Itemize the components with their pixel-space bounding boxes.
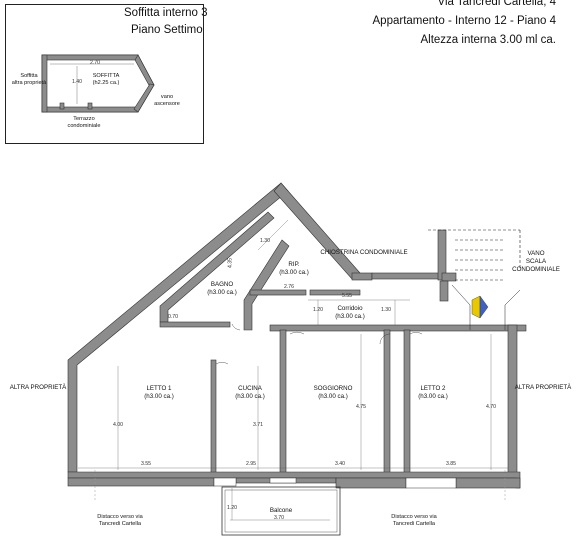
room-cucina: CUCINA (h3.00 ca.) <box>235 385 265 400</box>
dim-295: 2.95 <box>245 461 257 467</box>
inset-soffitta-label: SOFFITTA (h2.25 ca.) <box>92 73 120 86</box>
distacco-right: Distacco verso via Tancredi Cartella <box>391 514 437 527</box>
room-bagno: BAGNO (h3.00 ca.) <box>207 281 237 296</box>
inset-dim-width: 2.70 <box>89 60 101 66</box>
dim-475: 4.75 <box>355 404 367 410</box>
address-line: Via Tancredi Cartella, 4 <box>437 0 556 8</box>
dim-120: 1.20 <box>312 307 324 313</box>
dim-balcone-w: 3.70 <box>273 515 285 521</box>
altra-proprieta-right: ALTRA PROPRIETÀ <box>514 384 572 391</box>
dim-276: 2.76 <box>283 284 295 290</box>
room-soggiorno: SOGGIORNO (h3.00 ca.) <box>313 385 353 400</box>
dim-340: 3.40 <box>334 461 346 467</box>
main-walls <box>67 182 527 489</box>
dim-470: 4.70 <box>485 404 497 410</box>
dim-355: 3.55 <box>140 461 152 467</box>
dim-130-mid: 1.30 <box>380 307 392 313</box>
dim-371: 3.71 <box>252 422 264 428</box>
inset-frame <box>5 4 204 144</box>
inset-plan <box>41 54 155 113</box>
room-corridoio: Corridoio (h3.00 ca.) <box>335 305 365 320</box>
balcony <box>221 486 341 536</box>
dim-385: 3.85 <box>445 461 457 467</box>
inset-left-label: Soffitta altra proprietà <box>11 73 47 86</box>
inset-bottom-label: Terrazzo condominiale <box>67 116 101 129</box>
chiostrina-label: CHIOSTRINA CONDOMINIALE <box>320 249 408 256</box>
room-letto2: LETTO 2 (h3.00 ca.) <box>418 385 448 400</box>
inset-dim-height: 1.40 <box>71 79 83 85</box>
distacco-left: Distacco verso via Tancredi Cartella <box>97 514 143 527</box>
dim-555: 5.55 <box>341 293 353 299</box>
dim-balcone-h: 1.20 <box>226 505 238 511</box>
inset-title: Soffitta interno 3 <box>124 7 208 19</box>
dim-435: 4.35 <box>227 257 234 269</box>
altra-proprieta-left: ALTRA PROPRIETÀ <box>9 384 67 391</box>
room-rip: RIP. (h3.00 ca.) <box>279 261 309 276</box>
room-letto1: LETTO 1 (h3.00 ca.) <box>144 385 174 400</box>
dim-570: 0.70 <box>167 314 179 320</box>
dim-400: 4.00 <box>112 422 124 428</box>
inset-right-label: vano ascensore <box>154 94 180 107</box>
inset-subtitle: Piano Settimo <box>131 24 203 36</box>
vano-scala-label: VANO SCALA CONDOMINIALE <box>512 250 560 273</box>
unit-line: Appartamento - Interno 12 - Piano 4 <box>372 15 556 27</box>
height-line: Altezza interna 3.00 ml ca. <box>420 34 556 46</box>
dim-130-top: 1.30 <box>259 238 271 244</box>
room-balcone: Balcone <box>269 507 293 514</box>
